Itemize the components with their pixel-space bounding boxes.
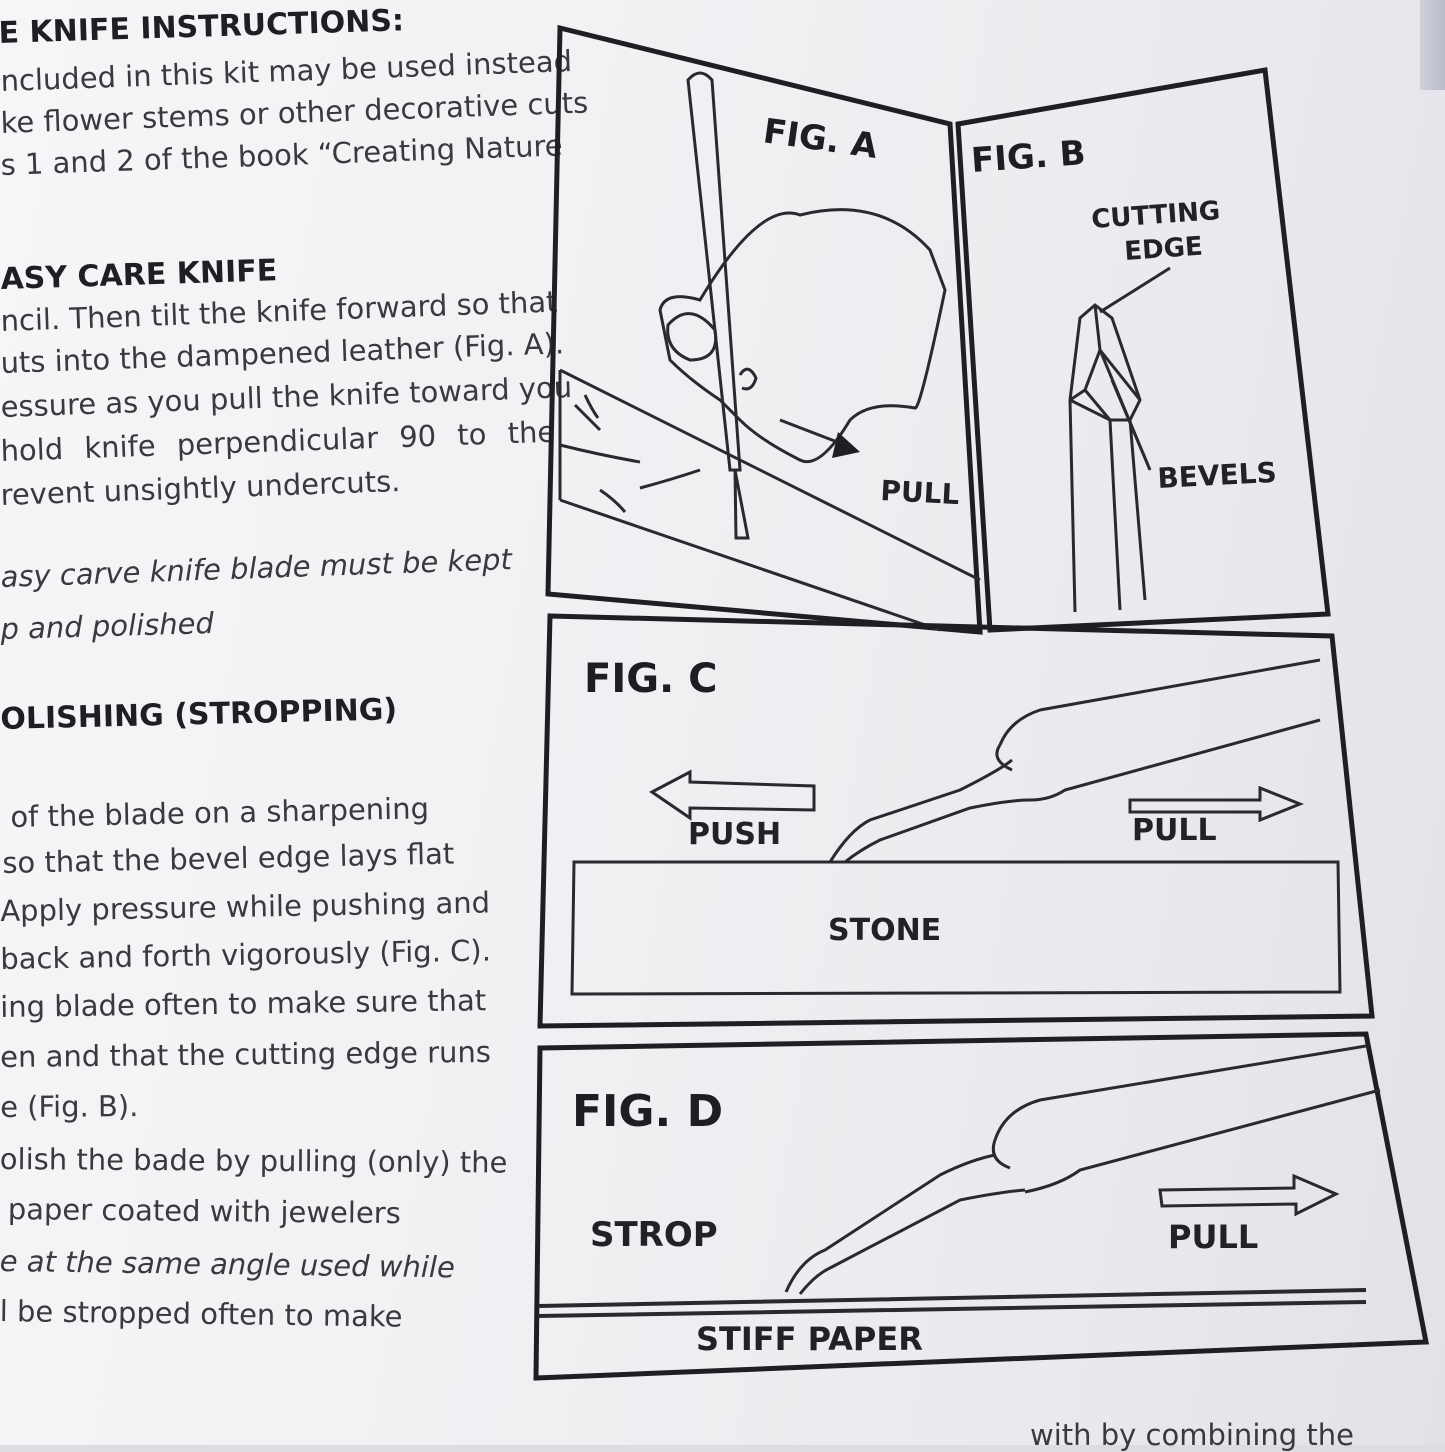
fig-c-pull-label: PULL bbox=[1132, 813, 1217, 848]
fig-d-panel bbox=[533, 1031, 1430, 1381]
fig-d-pull-label: PULL bbox=[1168, 1218, 1258, 1256]
fig-d-strop-label: STROP bbox=[590, 1215, 718, 1255]
fig-a-arrowhead bbox=[832, 432, 860, 458]
fig-c-drawing bbox=[570, 658, 1342, 996]
fig-b-panel bbox=[955, 67, 1331, 633]
bottom-partial-line: with by combining the bbox=[1030, 1418, 1354, 1452]
fig-b-cutting-label: CUTTING bbox=[1090, 196, 1221, 235]
fig-b-edge-label: EDGE bbox=[1123, 232, 1203, 267]
fig-c-panel bbox=[537, 613, 1375, 1029]
sheet-fold-shadow bbox=[1420, 0, 1445, 90]
fig-d-title: FIG. D bbox=[572, 1086, 723, 1137]
fig-b-bevels-label: BEVELS bbox=[1157, 456, 1278, 495]
fig-a-drawing bbox=[558, 71, 981, 632]
fig-c-push-label: PUSH bbox=[688, 817, 781, 852]
fig-a-panel bbox=[545, 24, 983, 635]
fig-d-drawing bbox=[537, 1044, 1381, 1318]
fig-c-title: FIG. C bbox=[584, 656, 718, 702]
fig-b-drawing bbox=[1068, 266, 1171, 613]
fig-a-pull-label: PULL bbox=[880, 474, 961, 511]
fig-a-title: FIG. A bbox=[761, 111, 881, 167]
fig-c-stone-label: STONE bbox=[828, 913, 941, 948]
fig-b-title: FIG. B bbox=[970, 133, 1087, 181]
fig-d-stiff-paper-label: STIFF PAPER bbox=[696, 1320, 923, 1358]
